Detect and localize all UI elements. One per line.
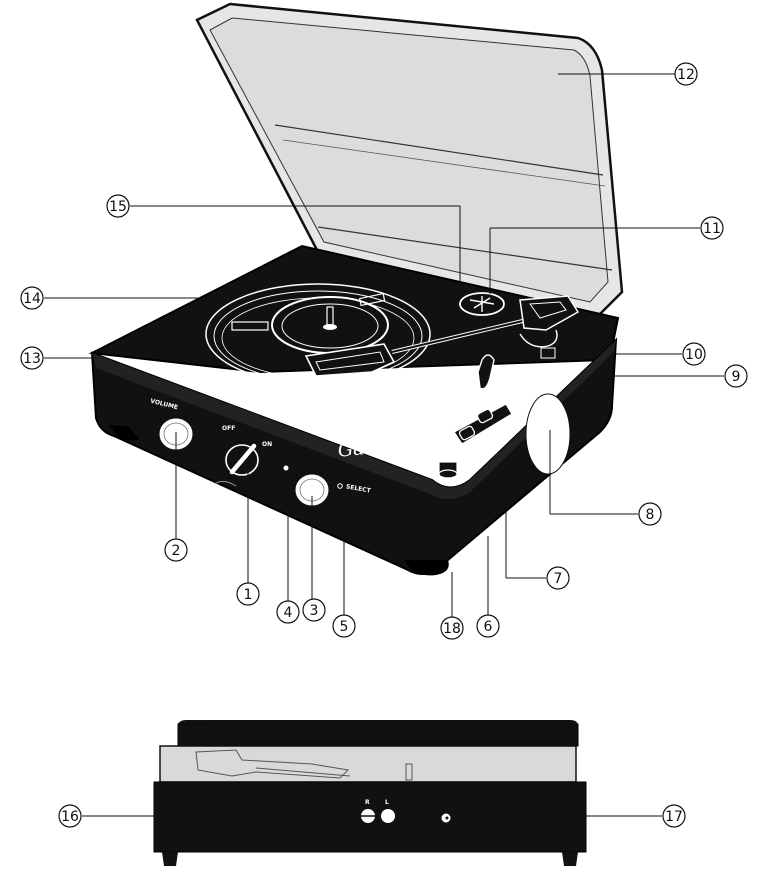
svg-text:18: 18	[443, 621, 461, 637]
power-switch	[225, 443, 259, 476]
rpm-adapter	[459, 292, 505, 316]
callout-15: 15	[106, 194, 130, 218]
svg-text:8: 8	[646, 507, 655, 523]
tonearm-rest	[477, 354, 495, 401]
svg-text:16: 16	[61, 809, 79, 825]
callout-7: 7	[546, 566, 570, 590]
callout-5: 5	[332, 614, 356, 638]
brand-logo: Gadhouse	[337, 430, 434, 462]
callout-14: 14	[20, 286, 44, 310]
svg-text:6: 6	[484, 619, 493, 635]
svg-text:9: 9	[732, 369, 741, 385]
svg-text:3: 3	[310, 603, 319, 619]
svg-text:4: 4	[284, 605, 293, 621]
callout-8: 8	[638, 502, 662, 526]
callout-3: 3	[302, 598, 326, 622]
svg-text:14: 14	[23, 291, 41, 307]
turntable-top-view: Gadhouse VOLUME OFF ON SELECT	[88, 2, 624, 576]
platter	[205, 283, 431, 385]
side-speaker	[525, 393, 571, 475]
foot-front	[404, 560, 449, 576]
speed-switch-panel	[453, 403, 513, 445]
tonearm	[391, 295, 580, 359]
back-foot-left	[162, 852, 178, 866]
dust-cover	[195, 2, 624, 324]
callout-18: 18	[440, 616, 464, 640]
callout-6: 6	[476, 614, 500, 638]
back-foot-right	[562, 852, 578, 866]
callout-13: 13	[20, 346, 44, 370]
svg-text:11: 11	[703, 221, 721, 237]
svg-text:13: 13	[23, 351, 41, 367]
cartridge	[304, 343, 396, 377]
adapter-post	[438, 457, 458, 479]
svg-text:5: 5	[340, 619, 349, 635]
select-knob	[294, 473, 330, 507]
callout-2: 2	[164, 538, 188, 562]
callout-17: 17	[662, 804, 686, 828]
svg-text:10: 10	[685, 347, 703, 363]
on-label: ON	[262, 441, 272, 448]
svg-text:2: 2	[172, 543, 181, 559]
callout-1: 1	[236, 582, 260, 606]
callout-10: 10	[682, 342, 706, 366]
rca-right-label: R	[365, 799, 370, 806]
callout-12: 12	[674, 62, 698, 86]
callout-16: 16	[58, 804, 82, 828]
svg-text:12: 12	[677, 67, 695, 83]
off-label: OFF	[222, 425, 235, 432]
turntable-back-view: R L	[153, 720, 587, 866]
rca-left	[381, 809, 395, 823]
svg-text:7: 7	[554, 571, 563, 587]
select-label: SELECT	[345, 483, 372, 494]
svg-text:1: 1	[244, 587, 253, 603]
callout-9: 9	[724, 364, 748, 388]
leader-lines	[44, 73, 724, 817]
callout-11: 11	[700, 216, 724, 240]
callout-badges: 12 15 11 14 13 10 9 8	[20, 62, 748, 828]
rca-left-label: L	[385, 799, 389, 806]
svg-text:15: 15	[109, 199, 127, 215]
callout-4: 4	[276, 600, 300, 624]
svg-text:17: 17	[665, 809, 683, 825]
indicator-light	[283, 465, 289, 471]
foot-front-left	[108, 425, 140, 440]
